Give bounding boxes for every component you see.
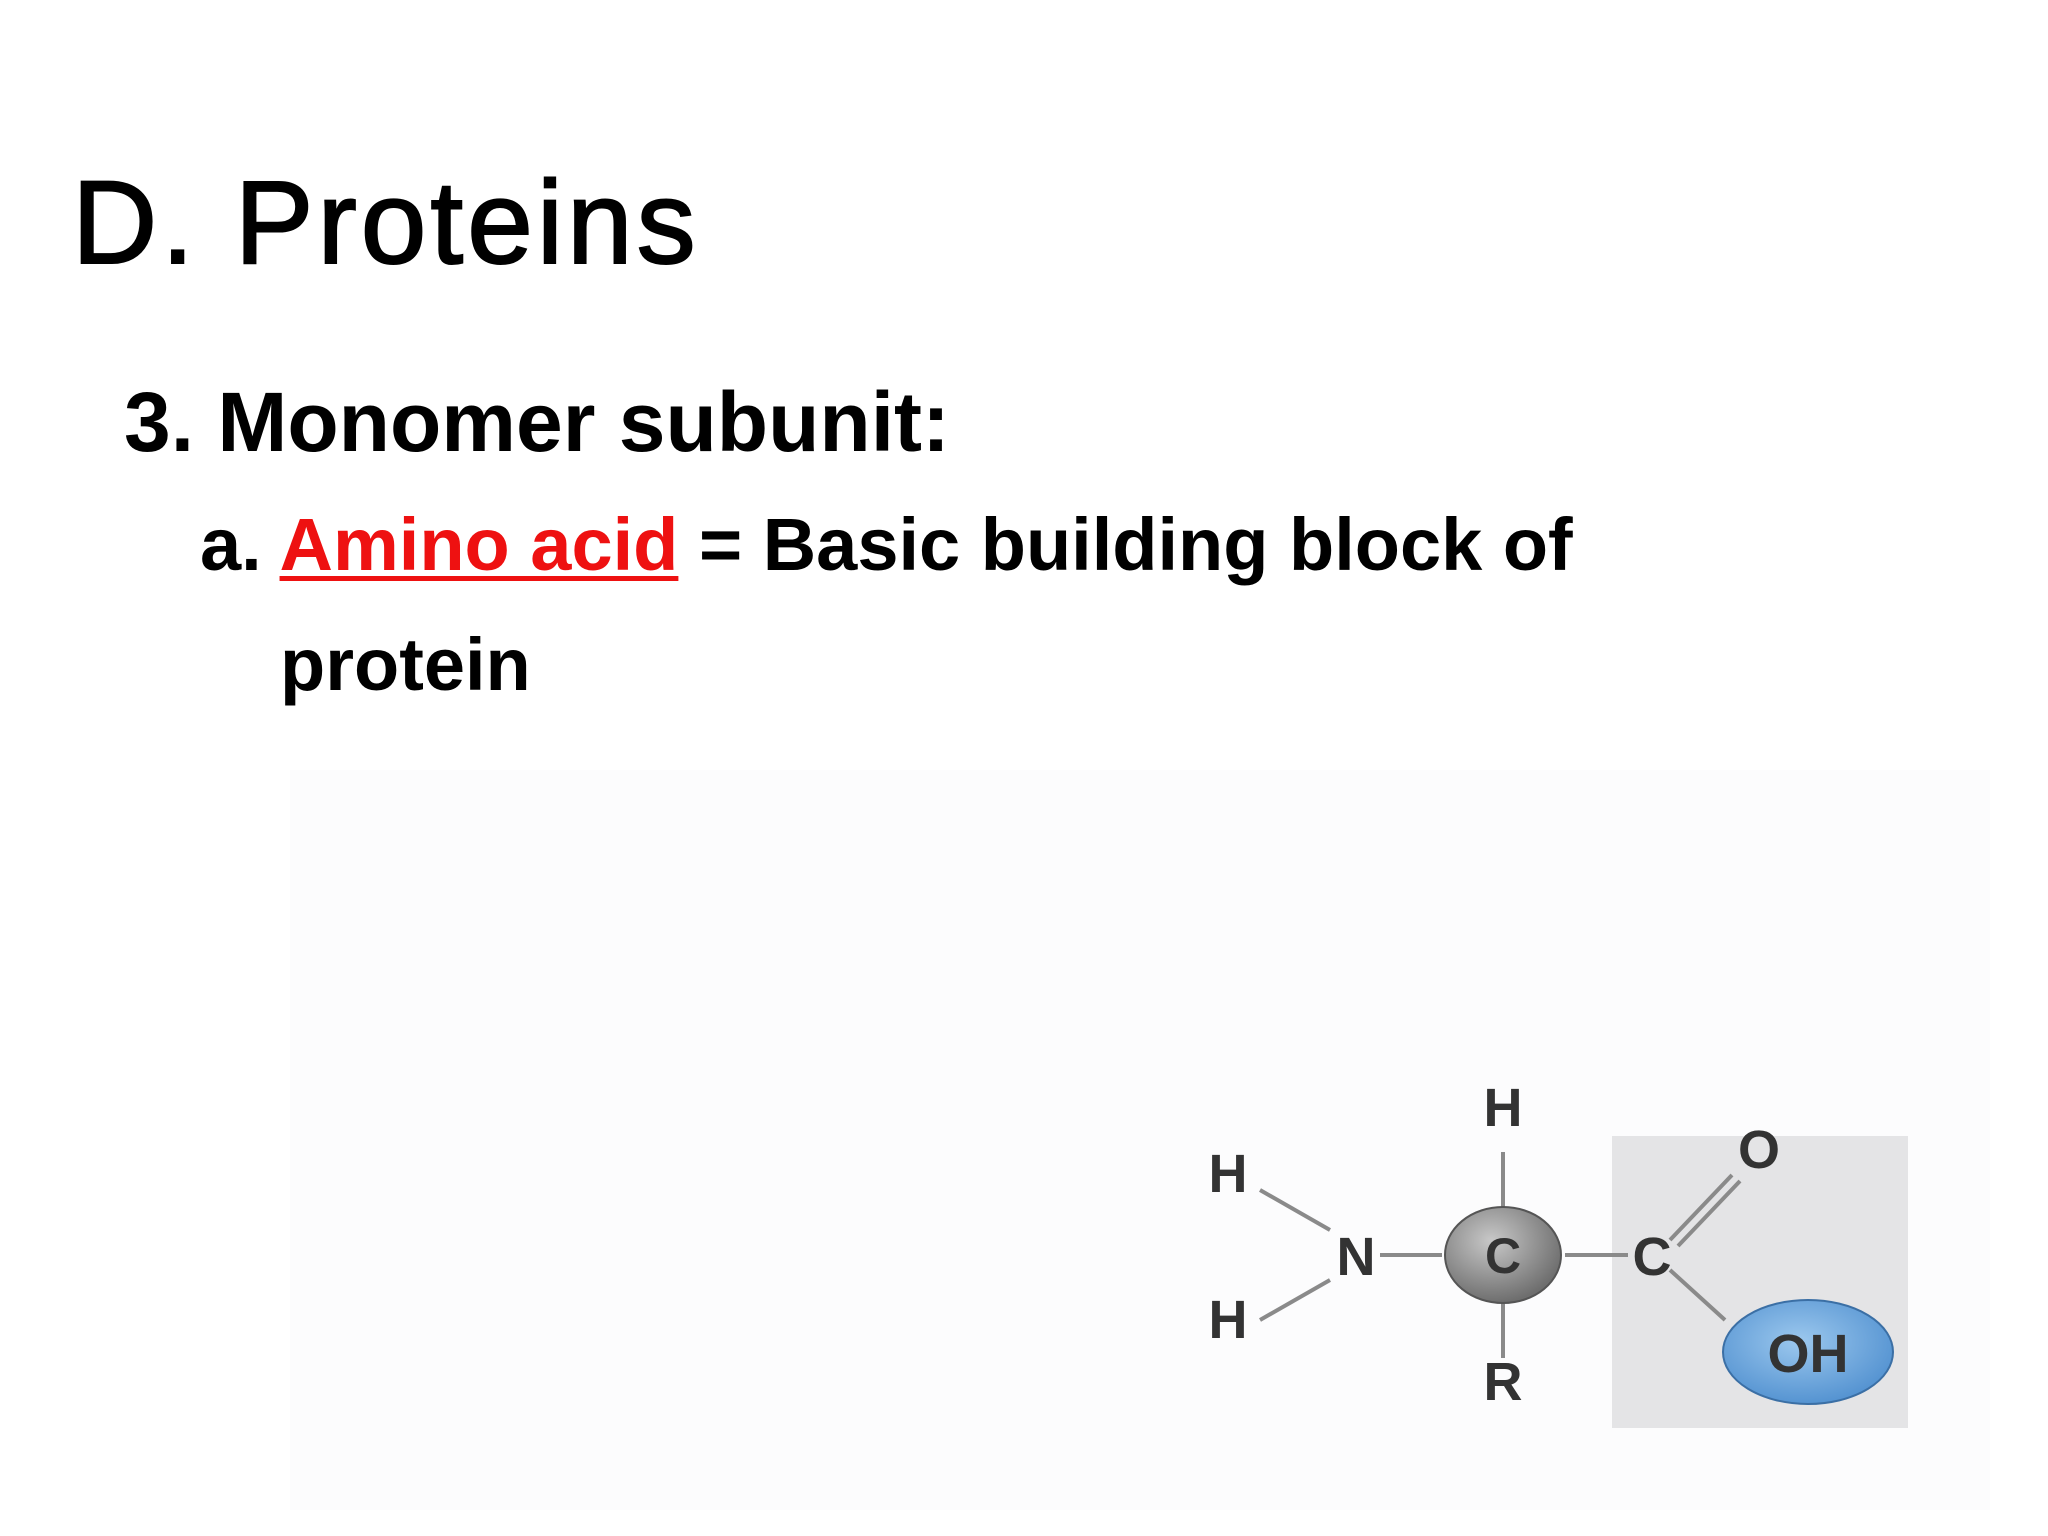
subheading: 3. Monomer subunit:	[124, 375, 950, 469]
key-term: Amino acid	[279, 503, 679, 586]
amino-acid-structure-diagram: H H N C H R C O OH	[1209, 1078, 1908, 1428]
atom-h-lower-left: H	[1209, 1290, 1248, 1350]
bullet-item: a. Amino acid = Basic building block of	[200, 508, 1573, 582]
atom-h-top: H	[1484, 1078, 1523, 1138]
atom-h-upper-left: H	[1209, 1144, 1248, 1204]
bullet-marker: a.	[200, 503, 262, 586]
definition-line-2: protein	[280, 623, 531, 706]
hydroxyl-sphere	[1722, 1299, 1894, 1405]
atom-o: O	[1738, 1120, 1780, 1180]
atom-n: N	[1337, 1227, 1376, 1287]
definition-line-1: = Basic building block of	[698, 503, 1573, 586]
atom-r: R	[1484, 1352, 1523, 1412]
slide-title: D. Proteins	[71, 157, 700, 289]
atom-c-carboxyl: C	[1633, 1227, 1672, 1287]
alpha-carbon-sphere	[1444, 1206, 1562, 1304]
atom-c-alpha: C	[1485, 1228, 1521, 1284]
atom-oh: OH	[1768, 1324, 1849, 1384]
bond-lines	[1259, 1152, 1742, 1358]
